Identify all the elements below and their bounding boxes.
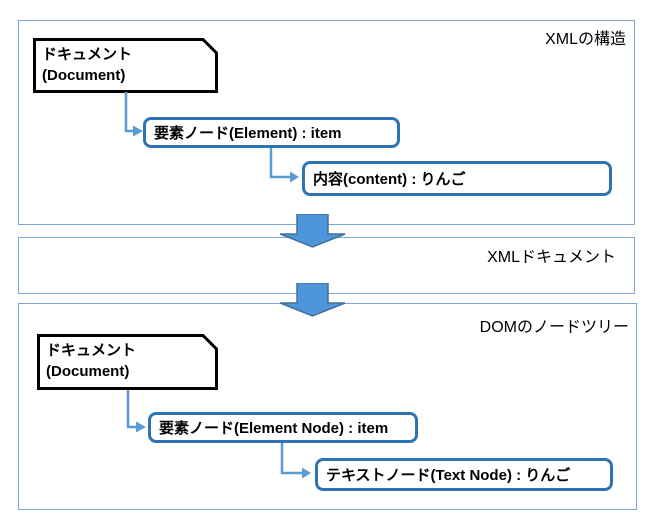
- down-arrow-icon: [280, 283, 346, 317]
- connector-arrow-icon: [126, 390, 146, 433]
- down-arrow-icon: [280, 214, 346, 248]
- element-node-box: 要素ノード(Element Node) : item: [148, 412, 418, 443]
- folded-corner-rectangle-icon: [33, 38, 218, 93]
- connector-arrow-icon: [124, 92, 143, 137]
- section-xml-document-title: XMLドキュメント: [487, 249, 616, 266]
- section-dom-node-tree-title: DOMのノードツリー: [479, 319, 629, 336]
- element-node-box: 要素ノード(Element) : item: [143, 117, 400, 148]
- section-xml-structure-title: XMLの構造: [545, 31, 626, 48]
- text-node-box: テキストノード(Text Node) : りんご: [315, 458, 613, 491]
- content-node-box: 内容(content) : りんご: [302, 161, 612, 196]
- element-node-label: 要素ノード(Element Node) : item: [159, 420, 389, 437]
- connector-arrow-icon: [280, 443, 311, 479]
- text-node-label: テキストノード(Text Node) : りんご: [326, 467, 571, 484]
- connector-arrow-icon: [269, 148, 299, 183]
- folded-corner-rectangle-icon: [37, 334, 218, 390]
- document-node-text: ドキュメント (Document): [46, 340, 136, 382]
- document-node-text: ドキュメント (Document): [42, 44, 132, 86]
- document-node-line1: ドキュメント: [46, 342, 137, 359]
- document-node-line2: (Document): [42, 67, 126, 84]
- document-node-line1: ドキュメント: [42, 46, 133, 63]
- document-node-line2: (Document): [46, 363, 130, 380]
- document-node-shape: ドキュメント (Document): [33, 38, 218, 93]
- document-node-shape: ドキュメント (Document): [37, 334, 218, 390]
- content-node-label: 内容(content) : りんご: [313, 171, 466, 188]
- element-node-label: 要素ノード(Element) : item: [154, 125, 342, 142]
